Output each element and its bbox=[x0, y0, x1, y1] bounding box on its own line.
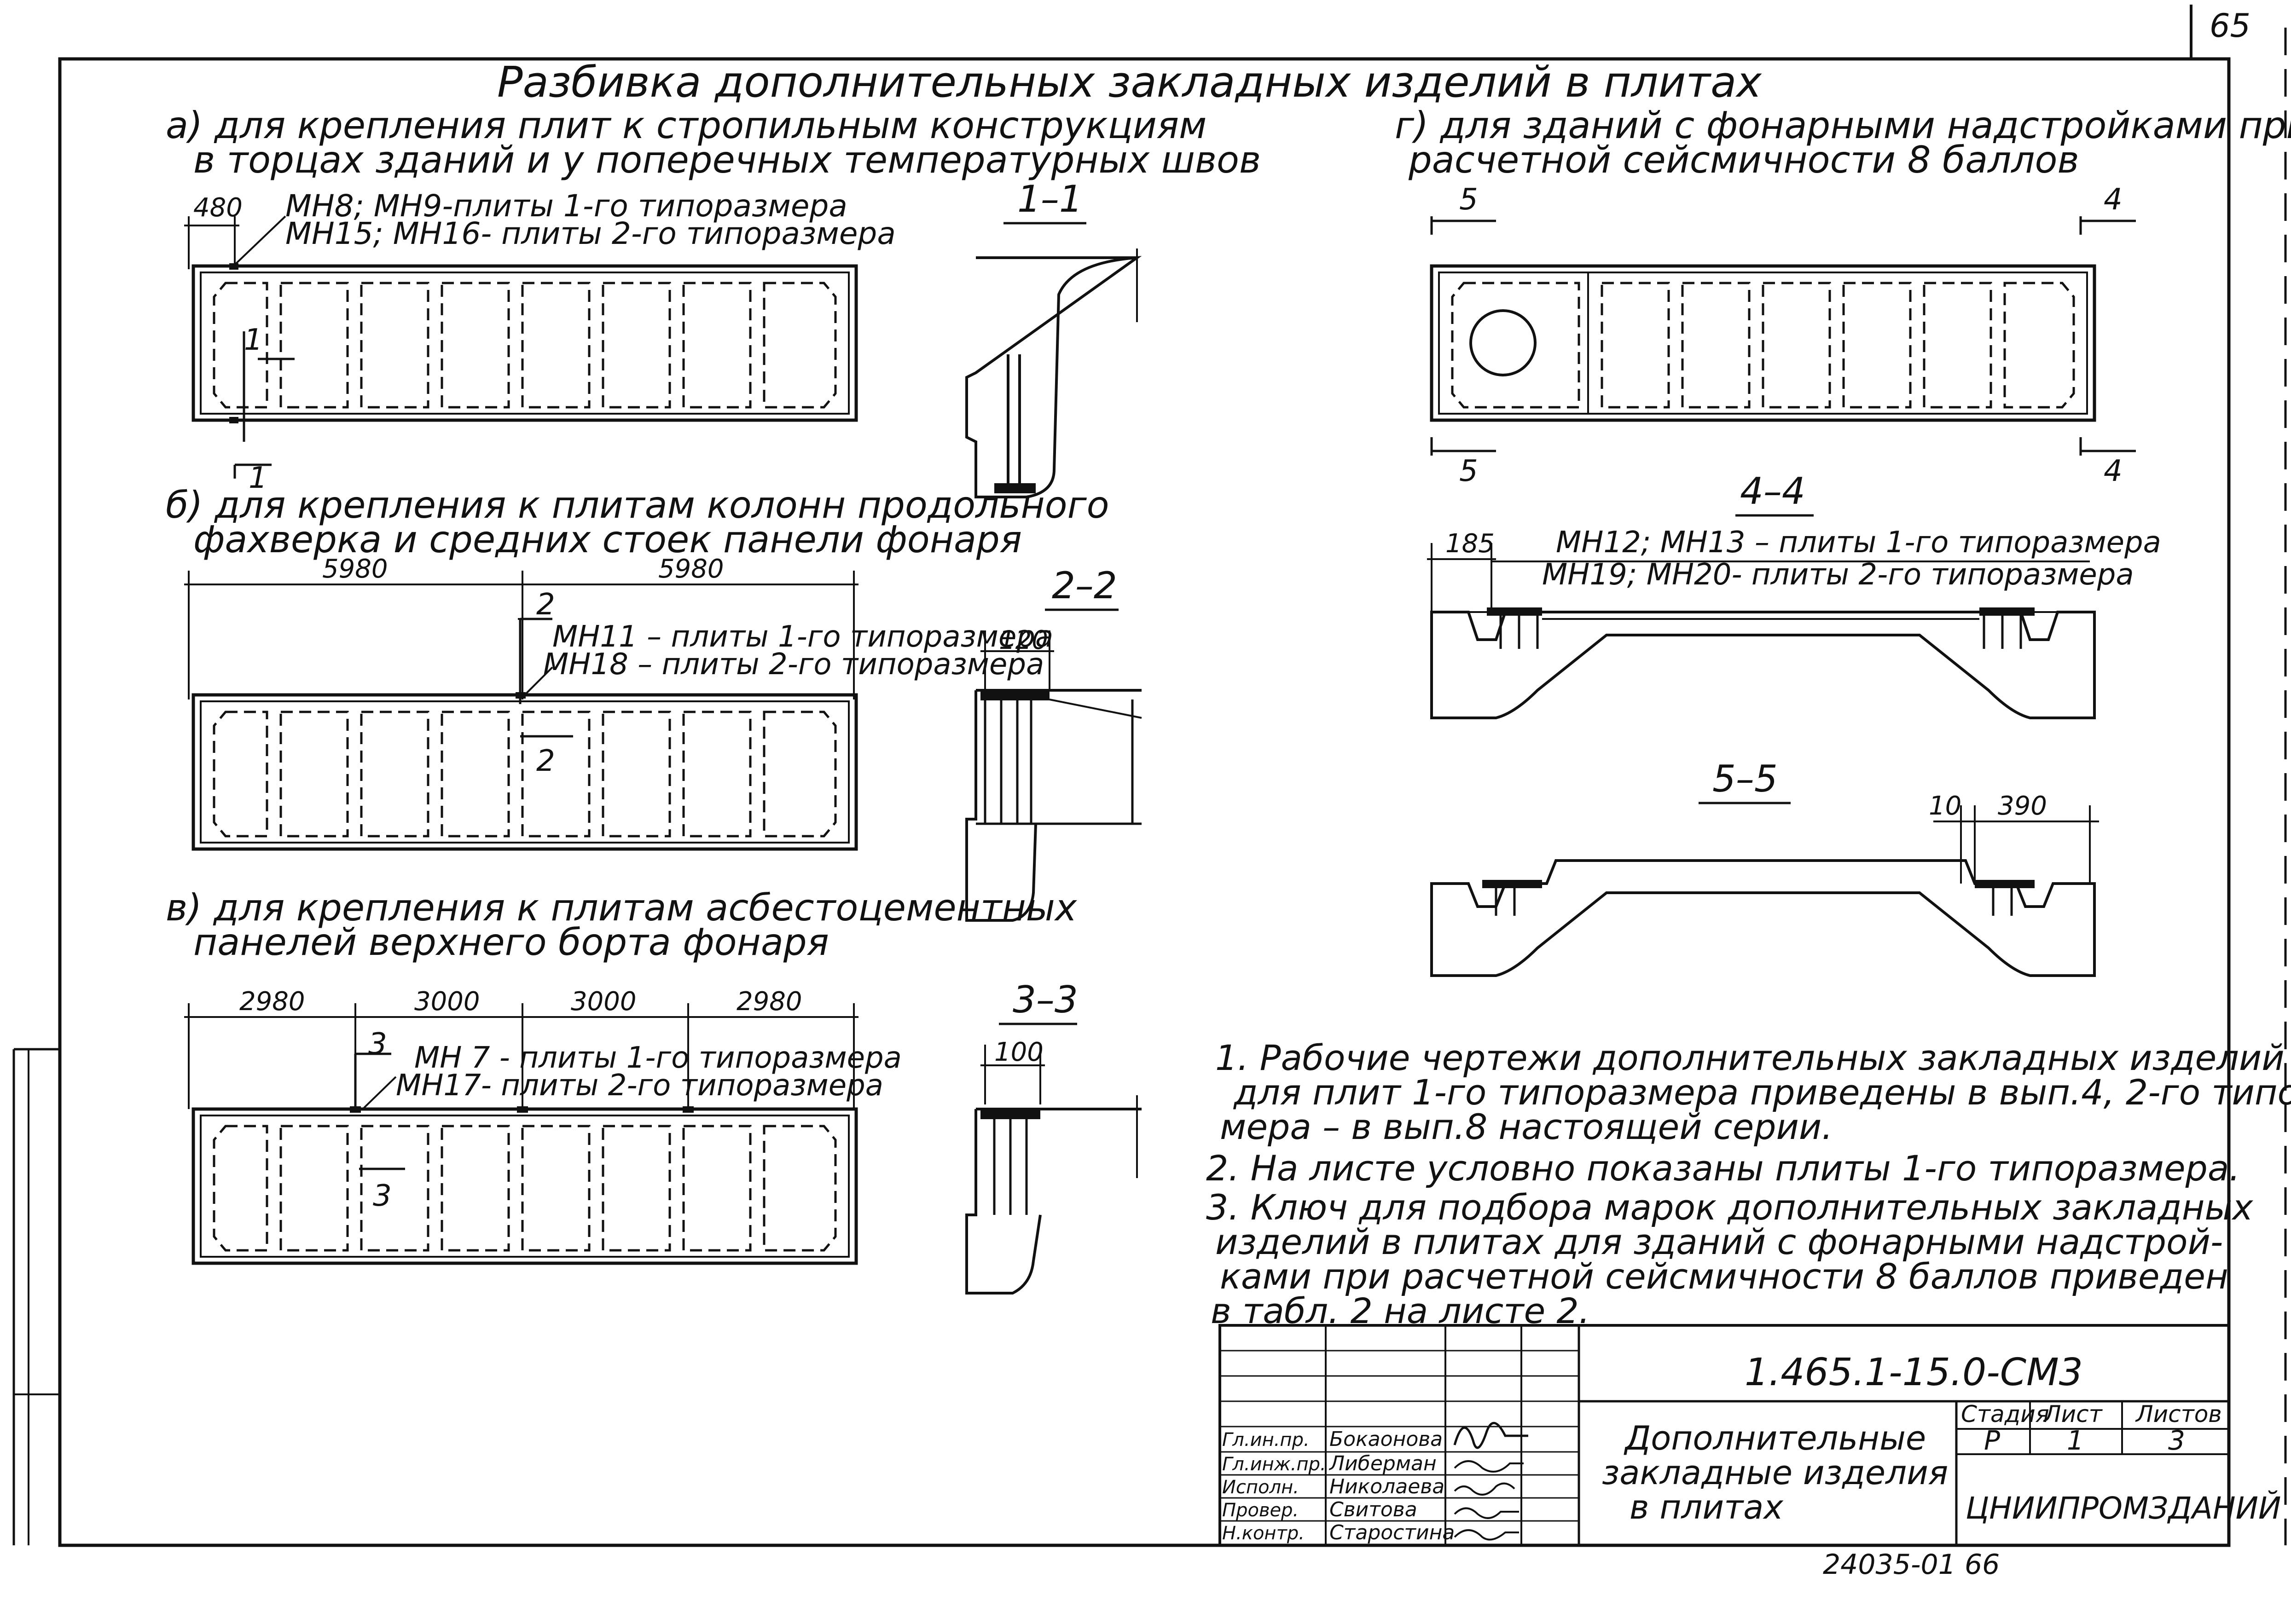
sheet-title: Разбивка дополнительных закладных издели… bbox=[497, 58, 1762, 107]
section-2-2-drawing bbox=[965, 608, 1142, 922]
role-label: Гл.инж.пр. bbox=[1222, 1454, 1326, 1475]
section-4-4-label: 4–4 bbox=[1740, 470, 1805, 513]
role-label: Н.контр. bbox=[1222, 1523, 1305, 1544]
panel-g-slab bbox=[1430, 216, 2136, 456]
panel-v-mark-2: МН17- плиты 2-го типоразмера bbox=[396, 1069, 883, 1103]
stage-header: Стадия bbox=[1961, 1401, 2049, 1428]
panel-v-dim-4: 2980 bbox=[737, 987, 802, 1017]
person-name: Бокаонова bbox=[1329, 1428, 1443, 1451]
role-label: Провер. bbox=[1222, 1500, 1299, 1521]
section-1-1-label: 1–1 bbox=[1017, 178, 1083, 220]
section-3-3-label: 3–3 bbox=[1013, 978, 1078, 1021]
panel-b-mark-1: МН11 – плиты 1-го типоразмера bbox=[552, 620, 1053, 654]
panel-b-slab bbox=[184, 571, 858, 851]
panel-a-dim: 480 bbox=[193, 193, 243, 223]
sheets-header: Листов bbox=[2135, 1401, 2222, 1428]
panel-g-section-5-top: 5 bbox=[1459, 183, 1478, 217]
panel-a-section-top: 1 bbox=[244, 323, 263, 357]
role-label: Исполн. bbox=[1222, 1477, 1299, 1498]
notes: 1. Рабочие чертежи дополнительных заклад… bbox=[1206, 1037, 2291, 1331]
note-line: 2. На листе условно показаны плиты 1-го … bbox=[1206, 1148, 2240, 1189]
panel-g-section-5-bottom: 5 bbox=[1459, 454, 1478, 488]
sheets-value: 3 bbox=[2168, 1425, 2185, 1456]
panel-b-caption-1: б) для крепления к плитам колонн продоль… bbox=[166, 484, 1109, 526]
section-4-4-mark-2: МН19; МН20- плиты 2-го типоразмера bbox=[1542, 558, 2134, 592]
bottom-code: 24035-01 66 bbox=[1823, 1549, 2000, 1581]
person-name: Старостина bbox=[1329, 1521, 1455, 1544]
panel-g-section-4-top: 4 bbox=[2104, 183, 2123, 217]
note-line: изделий в плитах для зданий с фонарными … bbox=[1215, 1221, 2223, 1262]
stage-value: Р bbox=[1984, 1425, 2000, 1456]
section-5-5-dim-1: 10 bbox=[1929, 791, 1961, 821]
panel-v-caption-2: панелей верхнего борта фонаря bbox=[193, 921, 829, 964]
panel-v-caption-1: в) для крепления к плитам асбестоцементн… bbox=[166, 886, 1078, 929]
section-1-1-drawing bbox=[965, 222, 1142, 498]
person-name: Свитова bbox=[1329, 1498, 1417, 1521]
title-block bbox=[1218, 1324, 2230, 1547]
section-4-4-drawing bbox=[1427, 514, 2096, 719]
panel-g-caption-1: г) для зданий с фонарными надстройками п… bbox=[1395, 104, 2291, 147]
panel-v-dim-3: 3000 bbox=[571, 987, 637, 1017]
panel-a-slab bbox=[184, 215, 858, 479]
panel-v-dim-2: 3000 bbox=[414, 987, 480, 1017]
panel-a-mark-1: МН8; МН9-плиты 1-го типоразмера bbox=[285, 188, 847, 224]
section-4-4-mark-1: МН12; МН13 – плиты 1-го типоразмера bbox=[1556, 526, 2161, 560]
panel-b-section-bottom: 2 bbox=[536, 744, 555, 778]
document-code: 1.465.1-15.0-СМ3 bbox=[1745, 1351, 2083, 1394]
document-name-1: Дополнительные bbox=[1624, 1419, 1926, 1457]
note-line: мера – в вып.8 настоящей серии. bbox=[1220, 1106, 1833, 1147]
note-line: 3. Ключ для подбора марок дополнительных… bbox=[1206, 1187, 2253, 1228]
section-3-3-dim: 100 bbox=[994, 1037, 1044, 1067]
panel-a-section-bottom: 1 bbox=[249, 461, 267, 495]
sheet-value: 1 bbox=[2067, 1425, 2084, 1456]
sheet-frame bbox=[12, 5, 2287, 1547]
panel-a-caption-1: а) для крепления плит к стропильным конс… bbox=[166, 104, 1206, 147]
panel-b-dim-2: 5980 bbox=[658, 554, 724, 584]
section-5-5-dim-2: 390 bbox=[1998, 791, 2047, 821]
panel-a-mark-2: МН15; МН16- плиты 2-го типоразмера bbox=[285, 216, 896, 251]
section-2-2-label: 2–2 bbox=[1052, 564, 1117, 607]
panel-b-section-top: 2 bbox=[536, 588, 555, 622]
section-4-4-dim: 185 bbox=[1445, 529, 1495, 559]
section-5-5-label: 5–5 bbox=[1712, 757, 1778, 800]
panel-v-section-bottom: 3 bbox=[373, 1179, 392, 1213]
role-label: Гл.ин.пр. bbox=[1222, 1429, 1310, 1451]
panel-v-mark-1: МН 7 - плиты 1-го типоразмера bbox=[414, 1041, 902, 1075]
sheet-header: Лист bbox=[2043, 1401, 2103, 1428]
panel-b-caption-2: фахверка и средних стоек панели фонаря bbox=[193, 518, 1022, 561]
note-line: ками при расчетной сейсмичности 8 баллов… bbox=[1220, 1256, 2228, 1297]
note-line: 1. Рабочие чертежи дополнительных заклад… bbox=[1215, 1037, 2285, 1078]
panel-g-caption-2: расчетной сейсмичности 8 баллов bbox=[1408, 139, 2079, 181]
note-line: для плит 1-го типоразмера приведены в вы… bbox=[1233, 1072, 2291, 1113]
page-number: 65 bbox=[2210, 7, 2250, 45]
panel-v-dim-1: 2980 bbox=[239, 987, 305, 1017]
section-5-5-drawing bbox=[1430, 802, 2099, 977]
organization: ЦНИИПРОМЗДАНИЙ bbox=[1966, 1490, 2281, 1526]
panel-a-caption-2: в торцах зданий и у поперечных температу… bbox=[193, 139, 1261, 181]
panel-v-section-top: 3 bbox=[368, 1027, 387, 1061]
person-name: Николаева bbox=[1329, 1475, 1444, 1498]
panel-g-section-4-bottom: 4 bbox=[2104, 454, 2123, 488]
panel-b-dim-1: 5980 bbox=[322, 554, 388, 584]
person-name: Либерман bbox=[1328, 1452, 1437, 1475]
document-name-2: закладные изделия bbox=[1602, 1453, 1948, 1492]
panel-v-slab bbox=[184, 1003, 858, 1265]
document-name-3: в плитах bbox=[1630, 1488, 1784, 1526]
signatures bbox=[1453, 1422, 1528, 1541]
section-3-3-drawing bbox=[965, 1023, 1142, 1295]
panel-b-mark-2: МН18 – плиты 2-го типоразмера bbox=[543, 647, 1044, 682]
